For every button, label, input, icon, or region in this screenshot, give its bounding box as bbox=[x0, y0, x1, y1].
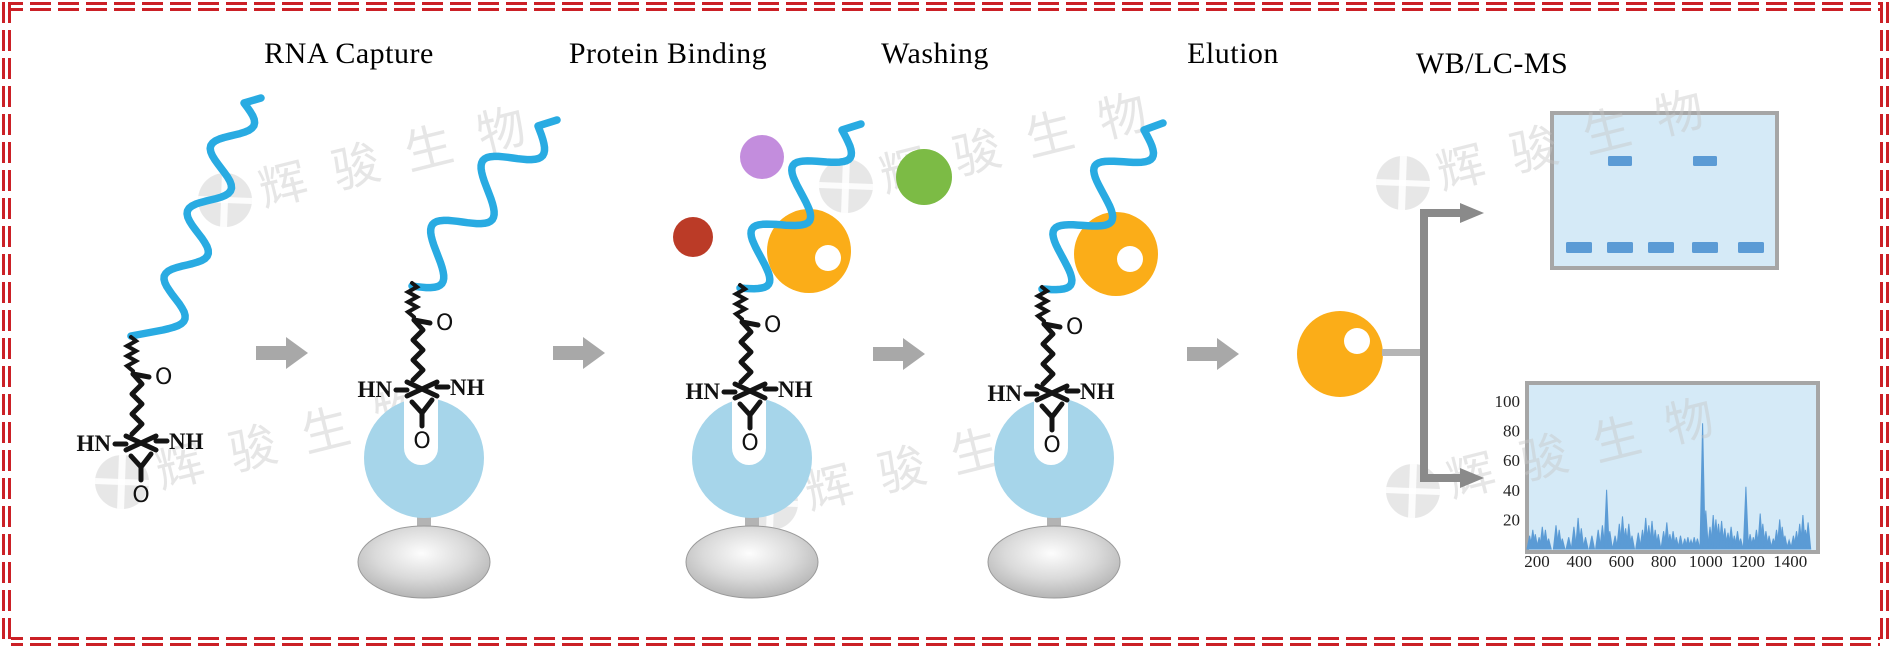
target-protein-stage3 bbox=[767, 209, 851, 293]
ms-peak bbox=[1595, 529, 1602, 550]
ms-x-tick-label: 1200 bbox=[1731, 552, 1765, 571]
rna-strand-stage3 bbox=[736, 120, 865, 293]
rna-strand-stage4 bbox=[1038, 119, 1167, 294]
ms-peak-group bbox=[1526, 423, 1812, 550]
wb-band-bottom bbox=[1648, 242, 1674, 253]
watermark: 辉骏生物 bbox=[818, 78, 1179, 214]
ms-peak bbox=[1655, 534, 1662, 550]
ms-x-tick-label: 600 bbox=[1609, 552, 1635, 571]
stage-label-wb-lcms: WB/LC-MS bbox=[1415, 47, 1569, 80]
ms-y-tick-label: 20 bbox=[1503, 510, 1520, 529]
ms-peak bbox=[1588, 535, 1596, 550]
ms-chart-panel bbox=[1525, 381, 1820, 554]
ms-y-tick-label: 40 bbox=[1503, 481, 1520, 500]
logo-stripe-icon bbox=[818, 182, 874, 190]
ms-y-tick-label: 80 bbox=[1503, 422, 1520, 441]
stage-label-protein-binding: Protein Binding bbox=[568, 37, 768, 70]
flow-arrow-2 bbox=[553, 337, 605, 369]
ms-x-tick-label: 200 bbox=[1524, 552, 1550, 571]
ms-x-tick-label: 1000 bbox=[1689, 552, 1723, 571]
watermark-layer: 辉骏生物辉骏生物辉骏生物辉骏生物辉骏生物辉骏生物 bbox=[94, 75, 1746, 531]
stage-label-rna-capture: RNA Capture bbox=[264, 37, 434, 70]
branch-line bbox=[1420, 209, 1462, 482]
ms-peak bbox=[1635, 532, 1642, 550]
branch-arrowhead-wb bbox=[1460, 203, 1484, 223]
contaminant-protein-green bbox=[896, 149, 952, 205]
ms-peak bbox=[1582, 537, 1589, 550]
ms-peak bbox=[1785, 538, 1793, 550]
ms-peak bbox=[1742, 486, 1750, 550]
ms-peak bbox=[1628, 535, 1636, 550]
ms-peak bbox=[1599, 525, 1606, 550]
flow-arrow-1 bbox=[256, 337, 308, 369]
ms-peak bbox=[1545, 538, 1552, 550]
ms-peak bbox=[1565, 537, 1572, 550]
ms-peak bbox=[1804, 522, 1812, 550]
ms-peak bbox=[1625, 523, 1632, 550]
ms-peak bbox=[1677, 535, 1684, 550]
rna-strand-stage2 bbox=[408, 116, 561, 292]
ms-peak bbox=[1611, 535, 1619, 550]
ms-x-tick-label: 800 bbox=[1651, 552, 1677, 571]
wb-band-bottom bbox=[1607, 242, 1633, 253]
wb-band-top bbox=[1693, 156, 1717, 166]
logo-stripe-icon bbox=[1385, 487, 1441, 495]
wb-band-bottom bbox=[1692, 242, 1718, 253]
ms-peak bbox=[1694, 538, 1701, 550]
rna-strand-stage1 bbox=[127, 94, 265, 340]
ms-x-tick-label: 1400 bbox=[1773, 552, 1807, 571]
stage-label-elution: Elution bbox=[1187, 37, 1279, 70]
ms-peak bbox=[1570, 526, 1578, 550]
ms-peak bbox=[1765, 535, 1773, 550]
ms-y-axis-labels: 20 40 60 80 100 bbox=[1495, 392, 1521, 529]
ms-peak bbox=[1578, 528, 1585, 550]
flow-arrow-4 bbox=[1187, 338, 1239, 370]
ms-x-tick-label: 400 bbox=[1566, 552, 1592, 571]
ms-peak bbox=[1737, 538, 1744, 550]
wb-band-group bbox=[1566, 156, 1764, 253]
contaminant-protein-red bbox=[673, 217, 713, 257]
ms-peak bbox=[1702, 510, 1709, 550]
wb-band-bottom bbox=[1738, 242, 1764, 253]
eluted-protein bbox=[1297, 311, 1383, 397]
branch-arrowhead-ms bbox=[1460, 468, 1484, 488]
wb-band-top bbox=[1608, 156, 1632, 166]
ms-peak bbox=[1603, 489, 1610, 550]
ms-peak bbox=[1532, 534, 1539, 550]
logo-stripe-icon bbox=[1375, 179, 1431, 187]
ms-peak bbox=[1699, 423, 1706, 550]
contaminant-protein-purple bbox=[740, 135, 784, 179]
wb-band-bottom bbox=[1566, 242, 1592, 253]
ms-peak bbox=[1606, 531, 1613, 550]
ms-x-axis-labels: 200 400 600 800 1000 1200 1400 bbox=[1524, 552, 1807, 571]
ms-y-tick-label: 100 bbox=[1495, 392, 1521, 411]
target-protein-stage4 bbox=[1074, 212, 1158, 296]
ms-peak bbox=[1781, 535, 1789, 550]
elution-connector bbox=[1382, 349, 1426, 356]
ms-y-tick-label: 60 bbox=[1503, 451, 1520, 470]
stage-label-washing: Washing bbox=[881, 37, 989, 70]
ms-peak bbox=[1673, 537, 1680, 550]
ms-peak bbox=[1559, 538, 1566, 550]
flow-arrow-3 bbox=[873, 338, 925, 370]
